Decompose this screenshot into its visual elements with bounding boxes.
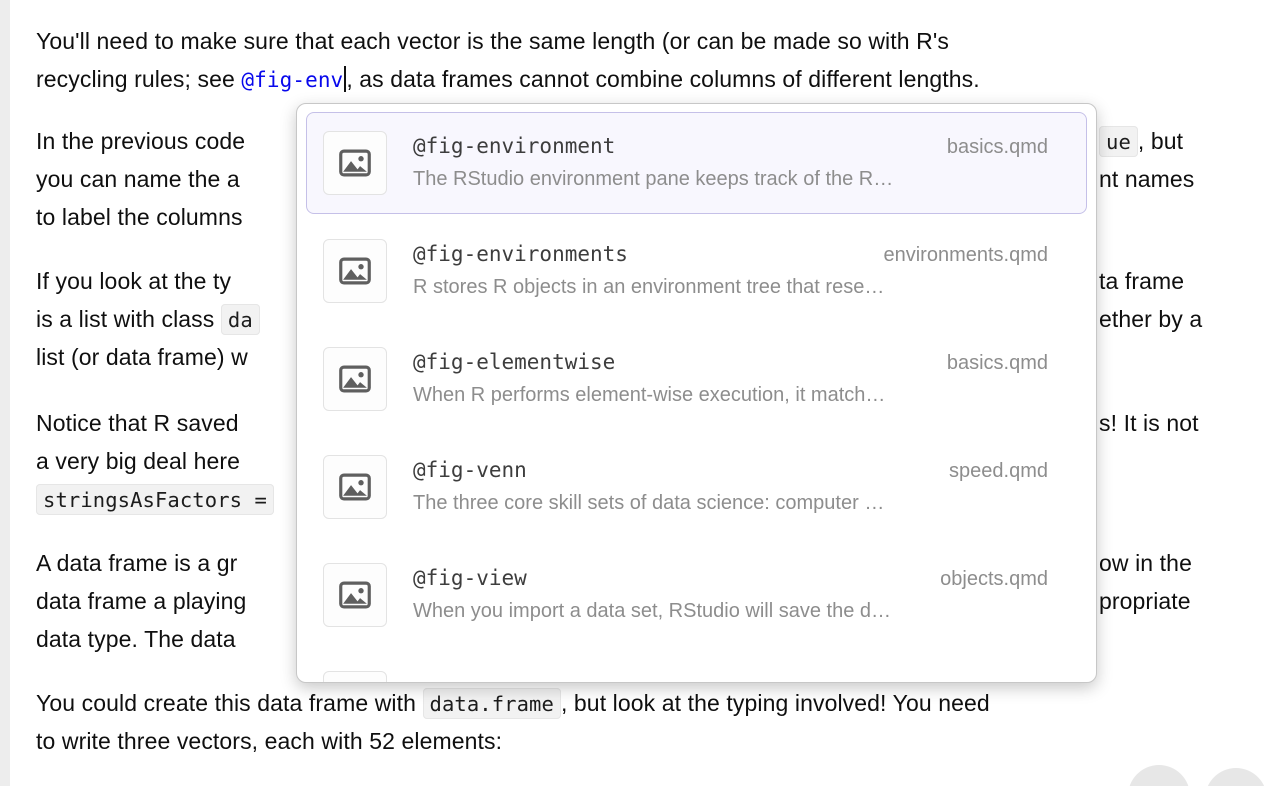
doc-line: If you look at the ty — [36, 262, 231, 300]
inline-code: data.frame — [422, 688, 561, 719]
image-icon — [323, 563, 387, 627]
doc-text: , as data frames cannot combine columns … — [346, 66, 980, 92]
doc-line-fragment: propriate — [1099, 582, 1191, 620]
doc-line: you can name the a — [36, 160, 240, 198]
floating-nav-button-2[interactable] — [1205, 768, 1267, 786]
fig-reference-text: @fig-env — [241, 68, 344, 92]
doc-text: In the previous code — [36, 128, 246, 154]
completion-item-label: @fig-environments — [413, 242, 628, 266]
completion-item-description: The RStudio environment pane keeps track… — [413, 168, 894, 190]
completion-item-fig-view[interactable]: @fig-view objects.qmd When you import a … — [306, 544, 1087, 646]
doc-line-fragment: ta frame — [1099, 262, 1184, 300]
doc-text: you can name the a — [36, 166, 240, 192]
completion-item-label: @fig-elementwise — [413, 350, 616, 374]
doc-line-fragment: s! It is not — [1099, 404, 1199, 442]
floating-nav-button-1[interactable] — [1128, 765, 1190, 786]
completion-item-file: objects.qmd — [940, 568, 1048, 590]
completion-item-file: basics.qmd — [946, 136, 1048, 158]
doc-text: list (or data frame) w — [36, 344, 248, 370]
completion-item-label: @fig-view — [413, 566, 527, 590]
doc-line: In the previous code — [36, 122, 245, 160]
completion-item-description: R stores R objects in an environment tre… — [413, 276, 885, 298]
doc-line: data type. The data — [36, 620, 236, 658]
completion-item-description: When you import a data set, RStudio will… — [413, 600, 892, 622]
doc-text: to label the columns — [36, 204, 243, 230]
inline-code: stringsAsFactors = — [36, 484, 274, 515]
doc-text: , but — [1137, 128, 1184, 154]
doc-line: list (or data frame) w — [36, 338, 248, 376]
doc-line: a very big deal here — [36, 442, 240, 480]
completion-item-file: speed.qmd — [949, 460, 1048, 482]
doc-line: to label the columns — [36, 198, 243, 236]
doc-text: is a list with class — [36, 306, 221, 332]
completion-item-file: environments.qmd — [883, 244, 1048, 266]
doc-text: ta frame — [1099, 268, 1185, 294]
doc-line: stringsAsFactors = — [36, 480, 274, 519]
doc-line-fragment: ether by a — [1099, 300, 1202, 338]
image-icon — [323, 239, 387, 303]
editor-left-gutter — [0, 0, 10, 786]
doc-text: ow in the — [1099, 550, 1192, 576]
completion-item-label: @fig-venn — [413, 458, 527, 482]
text-cursor — [344, 66, 347, 92]
completion-item-partial[interactable]: @fig- — [306, 652, 1087, 682]
doc-line: A data frame is a gr — [36, 544, 237, 582]
completion-popup: @fig-environment basics.qmd The RStudio … — [296, 103, 1097, 683]
doc-line: You'll need to make sure that each vecto… — [36, 22, 949, 60]
doc-line: recycling rules; see @fig-env, as data f… — [36, 60, 980, 99]
inline-code: ue — [1099, 126, 1138, 157]
doc-text: If you look at the ty — [36, 268, 232, 294]
completion-item-label: @fig-environment — [413, 134, 616, 158]
doc-line-fragment: ow in the — [1099, 544, 1192, 582]
completion-item-text: @fig-venn speed.qmd The three core skill… — [413, 458, 1048, 516]
completion-item-description: The three core skill sets of data scienc… — [413, 492, 885, 514]
doc-line-fragment: ue, but — [1099, 122, 1183, 161]
doc-text: Notice that R saved — [36, 410, 239, 436]
doc-text: a very big deal here — [36, 448, 241, 474]
completion-item-fig-venn[interactable]: @fig-venn speed.qmd The three core skill… — [306, 436, 1087, 538]
completion-item-text: @fig-elementwise basics.qmd When R perfo… — [413, 350, 1048, 408]
completion-item-text: @fig-environments environments.qmd R sto… — [413, 242, 1048, 300]
doc-text: You'll need to make sure that each vecto… — [36, 28, 949, 54]
doc-text: , but look at the typing involved! You n… — [560, 690, 990, 716]
image-icon — [323, 455, 387, 519]
completion-item-text: @fig-environment basics.qmd The RStudio … — [413, 134, 1048, 192]
doc-text: propriate — [1099, 588, 1191, 614]
doc-line-fragment: nt names — [1099, 160, 1194, 198]
doc-text: ether by a — [1099, 306, 1203, 332]
image-icon — [323, 131, 387, 195]
doc-text: to write three vectors, each with 52 ele… — [36, 728, 503, 754]
inline-code: da — [220, 304, 260, 335]
completion-item-fig-environments[interactable]: @fig-environments environments.qmd R sto… — [306, 220, 1087, 322]
doc-text: nt names — [1099, 166, 1195, 192]
doc-line: data frame a playing — [36, 582, 246, 620]
doc-line: Notice that R saved — [36, 404, 239, 442]
completion-item-fig-environment[interactable]: @fig-environment basics.qmd The RStudio … — [306, 112, 1087, 214]
doc-text: recycling rules; see — [36, 66, 242, 92]
completion-item-file: basics.qmd — [946, 352, 1048, 374]
completion-item-text: @fig-view objects.qmd When you import a … — [413, 566, 1048, 624]
doc-line: is a list with class da — [36, 300, 260, 339]
doc-text: You could create this data frame with — [36, 690, 423, 716]
image-icon — [323, 347, 387, 411]
image-icon — [323, 671, 387, 682]
completion-item-fig-elementwise[interactable]: @fig-elementwise basics.qmd When R perfo… — [306, 328, 1087, 430]
completion-item-description: When R performs element-wise execution, … — [413, 384, 886, 406]
doc-text: A data frame is a gr — [36, 550, 238, 576]
doc-text: data frame a playing — [36, 588, 247, 614]
doc-line: to write three vectors, each with 52 ele… — [36, 722, 502, 760]
doc-text: data type. The data — [36, 626, 236, 652]
doc-text: s! It is not — [1099, 410, 1199, 436]
doc-line: You could create this data frame with da… — [36, 684, 990, 723]
